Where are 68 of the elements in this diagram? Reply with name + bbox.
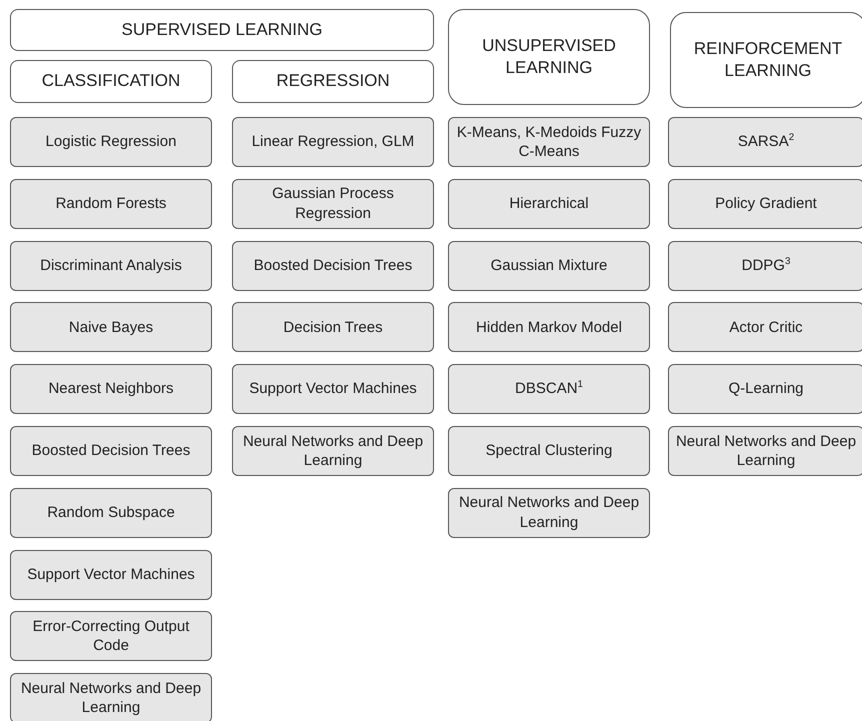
node-label: Random Subspace — [47, 503, 175, 523]
node-label: Linear Regression, GLM — [252, 132, 414, 152]
node-label: REINFORCEMENT LEARNING — [692, 38, 844, 82]
algorithm-box — [668, 302, 862, 352]
node-label: Policy Gradient — [715, 194, 817, 214]
node-label: SARSA$^{2}$ — [738, 132, 794, 152]
algorithm-box — [232, 302, 434, 352]
algorithm-box — [668, 364, 862, 414]
algorithm-box — [10, 550, 212, 600]
node-label: Naive Bayes — [68, 318, 154, 338]
node-label: Hierarchical — [509, 194, 589, 214]
algorithm-box — [448, 240, 650, 291]
node-label: Spectral Clustering — [486, 441, 612, 461]
algorithm-box — [232, 364, 434, 414]
algorithm-box — [448, 488, 650, 538]
algorithm-box — [10, 117, 212, 167]
algorithm-box — [10, 364, 212, 414]
category-header-box — [670, 12, 862, 108]
category-header-box — [10, 9, 434, 51]
algorithm-box — [232, 426, 434, 476]
algorithm-box — [10, 611, 212, 662]
node-label: Decision Trees — [283, 318, 383, 338]
algorithm-box — [10, 178, 212, 229]
node-label: Neural Networks and Deep Learning — [674, 432, 858, 470]
algorithm-box — [448, 426, 650, 476]
algorithm-box — [668, 178, 862, 229]
node-label: Gaussian Mixture — [490, 256, 608, 276]
node-label: Discriminant Analysis — [40, 256, 182, 276]
algorithm-box — [668, 117, 862, 167]
node-label: DDPG$^{3}$ — [742, 256, 790, 276]
algorithm-box — [232, 117, 434, 167]
algorithm-box — [448, 117, 650, 167]
node-label: Logistic Regression — [46, 132, 176, 152]
algorithm-box — [448, 178, 650, 229]
node-label: Neural Networks and Deep Learning — [20, 678, 202, 718]
node-label: Random Forests — [56, 194, 166, 214]
node-label: Error-Correcting Output Code — [32, 616, 190, 656]
node-label: Q-Learning — [728, 379, 804, 399]
algorithm-box — [10, 673, 212, 721]
node-label: Actor Critic — [729, 318, 803, 338]
algorithm-box — [10, 240, 212, 291]
category-header-box — [448, 9, 650, 105]
node-label: SUPERVISED LEARNING — [122, 18, 322, 41]
algorithm-box — [232, 240, 434, 291]
node-label: Gaussian Process Regression — [271, 184, 395, 224]
category-header-box — [232, 60, 434, 103]
algorithm-box — [668, 426, 862, 476]
algorithm-box — [10, 302, 212, 352]
algorithm-box — [668, 240, 862, 291]
node-label: Support Vector Machines — [27, 564, 195, 584]
node-label: K-Means, K-Medoids Fuzzy C-Means — [456, 122, 642, 162]
node-label: Support Vector Machines — [249, 379, 417, 399]
node-label: DBSCAN$^{1}$ — [515, 379, 583, 399]
algorithm-box — [10, 488, 212, 538]
algorithm-box — [448, 364, 650, 414]
algorithm-box — [232, 178, 434, 229]
node-label: Neural Networks and Deep Learning — [458, 493, 640, 532]
node-label: REGRESSION — [276, 70, 390, 92]
node-label: Boosted Decision Trees — [254, 256, 412, 276]
category-header-box — [10, 60, 212, 103]
node-label: Boosted Decision Trees — [32, 441, 190, 461]
node-label: Nearest Neighbors — [48, 379, 174, 399]
node-label: CLASSIFICATION — [42, 70, 180, 92]
algorithm-box — [10, 426, 212, 476]
node-label: Neural Networks and Deep Learning — [242, 432, 424, 470]
node-label: UNSUPERVISED LEARNING — [481, 34, 617, 79]
algorithm-box — [448, 302, 650, 352]
node-label: Hidden Markov Model — [476, 318, 622, 338]
